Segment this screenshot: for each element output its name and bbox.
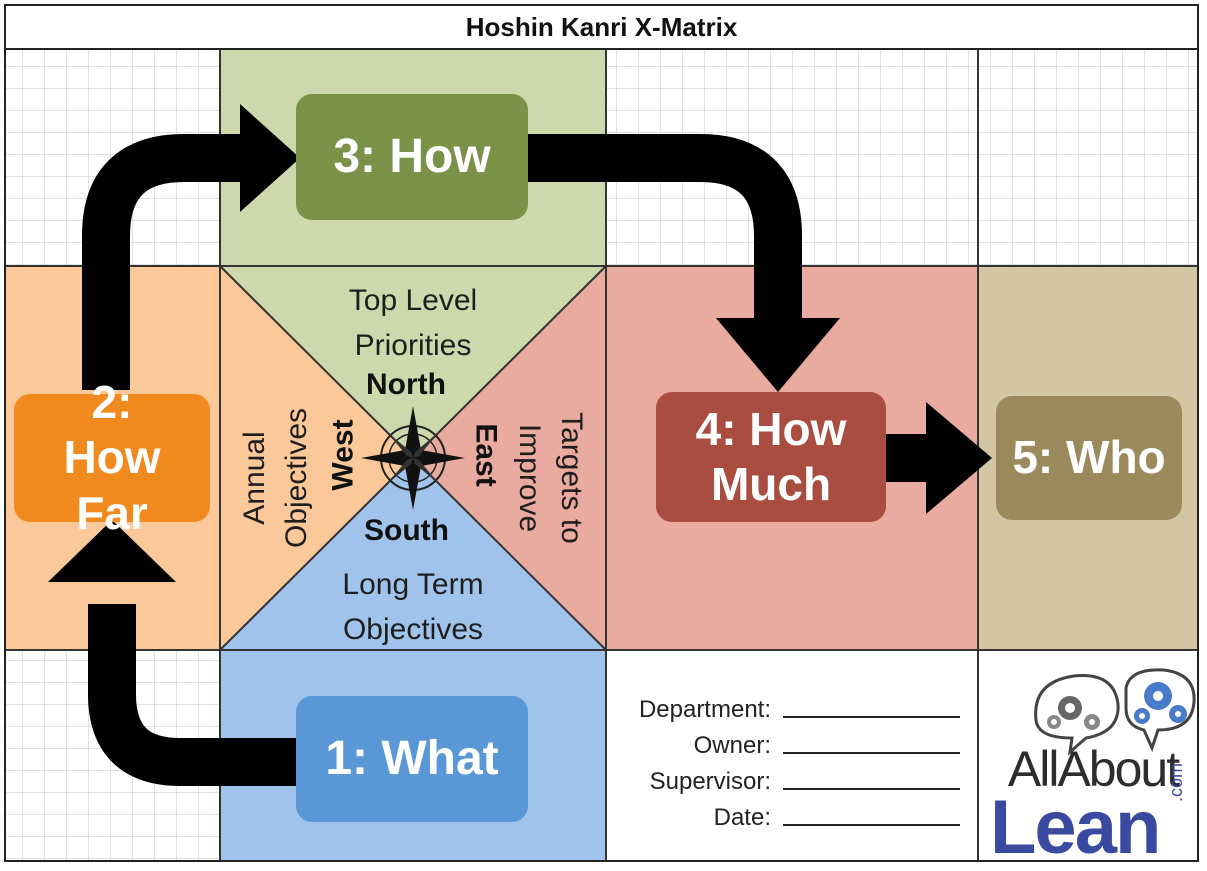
arrowhead-right-who bbox=[926, 402, 992, 514]
logo-suffix: .com bbox=[1166, 762, 1186, 802]
compass-east-label: East bbox=[469, 423, 503, 487]
compass-west-label: West bbox=[326, 419, 360, 491]
top-triangle bbox=[220, 266, 606, 458]
logo-line-2: Lean bbox=[990, 785, 1161, 870]
date-row: Date: bbox=[615, 796, 960, 832]
compass-north-label: North bbox=[366, 368, 446, 401]
compass-south-label: South bbox=[364, 514, 449, 547]
annual-objectives-label: Annual Objectives bbox=[238, 407, 313, 548]
step-how-far-label: 2: How Far bbox=[63, 376, 161, 539]
top-level-priorities-label: Top Level Priorities bbox=[348, 284, 478, 362]
info-form: Department: Owner: Supervisor: Date: bbox=[615, 688, 960, 832]
arrowhead-right-top bbox=[240, 104, 300, 212]
owner-field[interactable] bbox=[783, 730, 960, 754]
date-field[interactable] bbox=[783, 802, 960, 826]
grid-top-right bbox=[978, 50, 1197, 266]
step-how-much-label: 4: How Much bbox=[695, 402, 847, 510]
supervisor-row: Supervisor: bbox=[615, 760, 960, 796]
step-how-box: 3: How bbox=[296, 94, 528, 220]
compass-rose-icon bbox=[361, 406, 465, 510]
right-triangle bbox=[413, 266, 606, 650]
supervisor-label: Supervisor: bbox=[649, 768, 771, 795]
supervisor-field[interactable] bbox=[783, 766, 960, 790]
step-who-box: 5: Who bbox=[996, 396, 1182, 520]
step-how-far-box: 2: How Far bbox=[14, 376, 210, 539]
left-triangle bbox=[220, 266, 413, 650]
department-field[interactable] bbox=[783, 694, 960, 718]
owner-label: Owner: bbox=[693, 732, 771, 759]
department-row: Department: bbox=[615, 688, 960, 724]
step-how-much-box: 4: How Much bbox=[656, 392, 886, 522]
bottom-triangle bbox=[220, 458, 606, 650]
allaboutlean-logo: AllAbout Lean .com bbox=[984, 650, 1196, 870]
step-what-box: 1: What bbox=[296, 696, 528, 822]
long-term-objectives-label: Long Term Objectives bbox=[342, 568, 484, 646]
arrowhead-down bbox=[716, 318, 840, 392]
department-label: Department: bbox=[638, 696, 771, 723]
targets-to-improve-label: Targets to Improve bbox=[513, 412, 588, 544]
arrowhead-up bbox=[48, 520, 176, 582]
owner-row: Owner: bbox=[615, 724, 960, 760]
page-title: Hoshin Kanri X-Matrix bbox=[6, 6, 1197, 50]
arrow-how-to-how-much bbox=[528, 134, 802, 322]
logo-line-1: AllAbout bbox=[1007, 741, 1180, 797]
gears-bubble-icon bbox=[1034, 668, 1196, 756]
date-label: Date: bbox=[713, 804, 771, 831]
arrow-what-to-how-far bbox=[88, 604, 300, 786]
flow-arrows bbox=[82, 134, 930, 786]
arrow-how-far-to-how bbox=[82, 134, 250, 390]
